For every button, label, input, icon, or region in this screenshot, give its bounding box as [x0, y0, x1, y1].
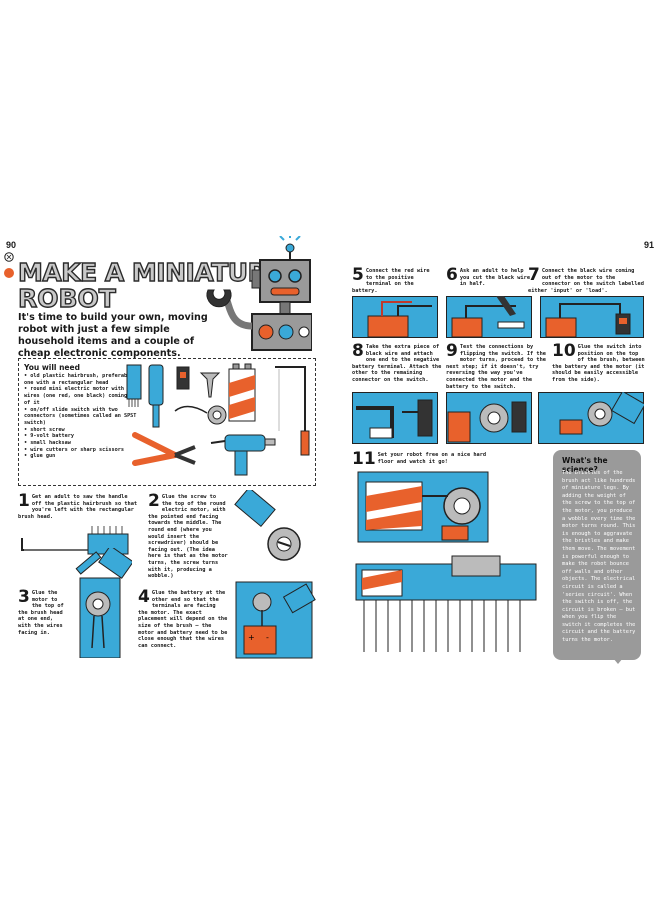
materials-list: old plastic hairbrush, preferably one wi… — [24, 373, 142, 460]
section-marker-dot — [4, 268, 14, 278]
step-2: 2 Glue the screw to the top of the round… — [148, 491, 228, 580]
step-text: Get an adult to saw the handle off the p… — [18, 494, 138, 520]
step-number: 10 — [552, 341, 576, 361]
step-text: Connect the black wire coming out of the… — [528, 268, 644, 294]
step-5: 5 Connect the red wire to the positive t… — [352, 265, 436, 294]
glue-screw-motor-illustration — [234, 490, 301, 561]
hacksaw-brush-illustration — [21, 526, 129, 575]
step-4: 4 Glue the battery at the other end so t… — [138, 587, 228, 649]
science-body: The bristles of the brush act like hundr… — [562, 470, 636, 644]
step-text: Glue the switch into position on the top… — [552, 344, 645, 383]
step-7: 7 Connect the black wire coming out of t… — [528, 265, 644, 294]
step-text: Glue the motor to the top of the brush h… — [18, 590, 64, 636]
step-number: 9 — [446, 341, 458, 361]
step-10: 10 Glue the switch into position on the … — [552, 341, 646, 384]
list-item: round mini electric motor with two wires… — [24, 386, 142, 406]
step-number: 5 — [352, 265, 364, 285]
page-title-line1: MAKE A MINIATURE — [17, 257, 284, 287]
step-text: Set your robot free on a nice hard floor… — [377, 452, 487, 465]
step-number: 3 — [18, 587, 30, 607]
step-11: 11 Set your robot free on a nice hard fl… — [352, 449, 492, 469]
step-3: 3 Glue the motor to the top of the brush… — [18, 587, 66, 636]
list-item: glue gun — [24, 453, 142, 460]
step-text: Glue the screw to the top of the round e… — [148, 494, 228, 580]
step-8-panel — [352, 392, 438, 444]
science-callout-tail — [608, 652, 628, 664]
step-text: Take the extra piece of black wire and a… — [352, 344, 442, 383]
step-text: Glue the battery at the other end so tha… — [138, 590, 228, 649]
step-5-panel — [352, 296, 438, 338]
list-item: old plastic hairbrush, preferably one wi… — [24, 373, 142, 386]
you-will-need-box: You will need old plastic hairbrush, pre… — [18, 358, 316, 486]
step-text: Ask an adult to help you cut the black w… — [459, 268, 531, 288]
step-number: 11 — [352, 449, 376, 469]
step-number: 7 — [528, 265, 540, 285]
step-10-panel — [538, 392, 644, 444]
materials-illustration — [126, 363, 310, 476]
step-number: 1 — [18, 491, 30, 511]
robot-illustration — [206, 236, 312, 351]
step-9: 9 Test the connections by flipping the s… — [446, 341, 546, 390]
step-7-panel — [540, 296, 644, 338]
battery-plus-sign: + — [248, 633, 255, 642]
step-6-panel — [446, 296, 532, 338]
list-item: short screw — [24, 427, 142, 434]
step-number: 8 — [352, 341, 364, 361]
step-1: 1 Get an adult to saw the handle off the… — [18, 491, 138, 520]
page-number-left: 90 — [6, 240, 17, 250]
science-symbol-icon — [4, 252, 14, 262]
page-title-line2: ROBOT — [17, 283, 116, 313]
list-item: wire cutters or sharp scissors — [24, 447, 142, 454]
list-item: 9-volt battery — [24, 433, 142, 440]
you-will-need-title: You will need — [24, 363, 80, 372]
step-8: 8 Take the extra piece of black wire and… — [352, 341, 442, 384]
step-text: Test the connections by flipping the swi… — [446, 344, 546, 390]
page-number-right: 91 — [643, 240, 654, 250]
battery-minus-sign: - — [266, 633, 269, 642]
step-text: Connect the red wire to the positive ter… — [352, 268, 430, 294]
list-item: small hacksaw — [24, 440, 142, 447]
science-title: What's the science? — [562, 456, 608, 474]
step-number: 2 — [148, 491, 160, 511]
step-9-panel — [446, 392, 532, 444]
finished-robot-illustration — [355, 471, 537, 652]
battery-on-brush-illustration: + - — [235, 581, 316, 659]
list-item: on/off slide switch with two connectors … — [24, 407, 142, 427]
step-number: 6 — [446, 265, 458, 285]
motor-on-brush-illustration — [79, 548, 132, 658]
step-6: 6 Ask an adult to help you cut the black… — [446, 265, 531, 288]
step-number: 4 — [138, 587, 150, 607]
intro-text: It's time to build your own, moving robo… — [18, 312, 208, 359]
science-callout — [553, 450, 641, 660]
